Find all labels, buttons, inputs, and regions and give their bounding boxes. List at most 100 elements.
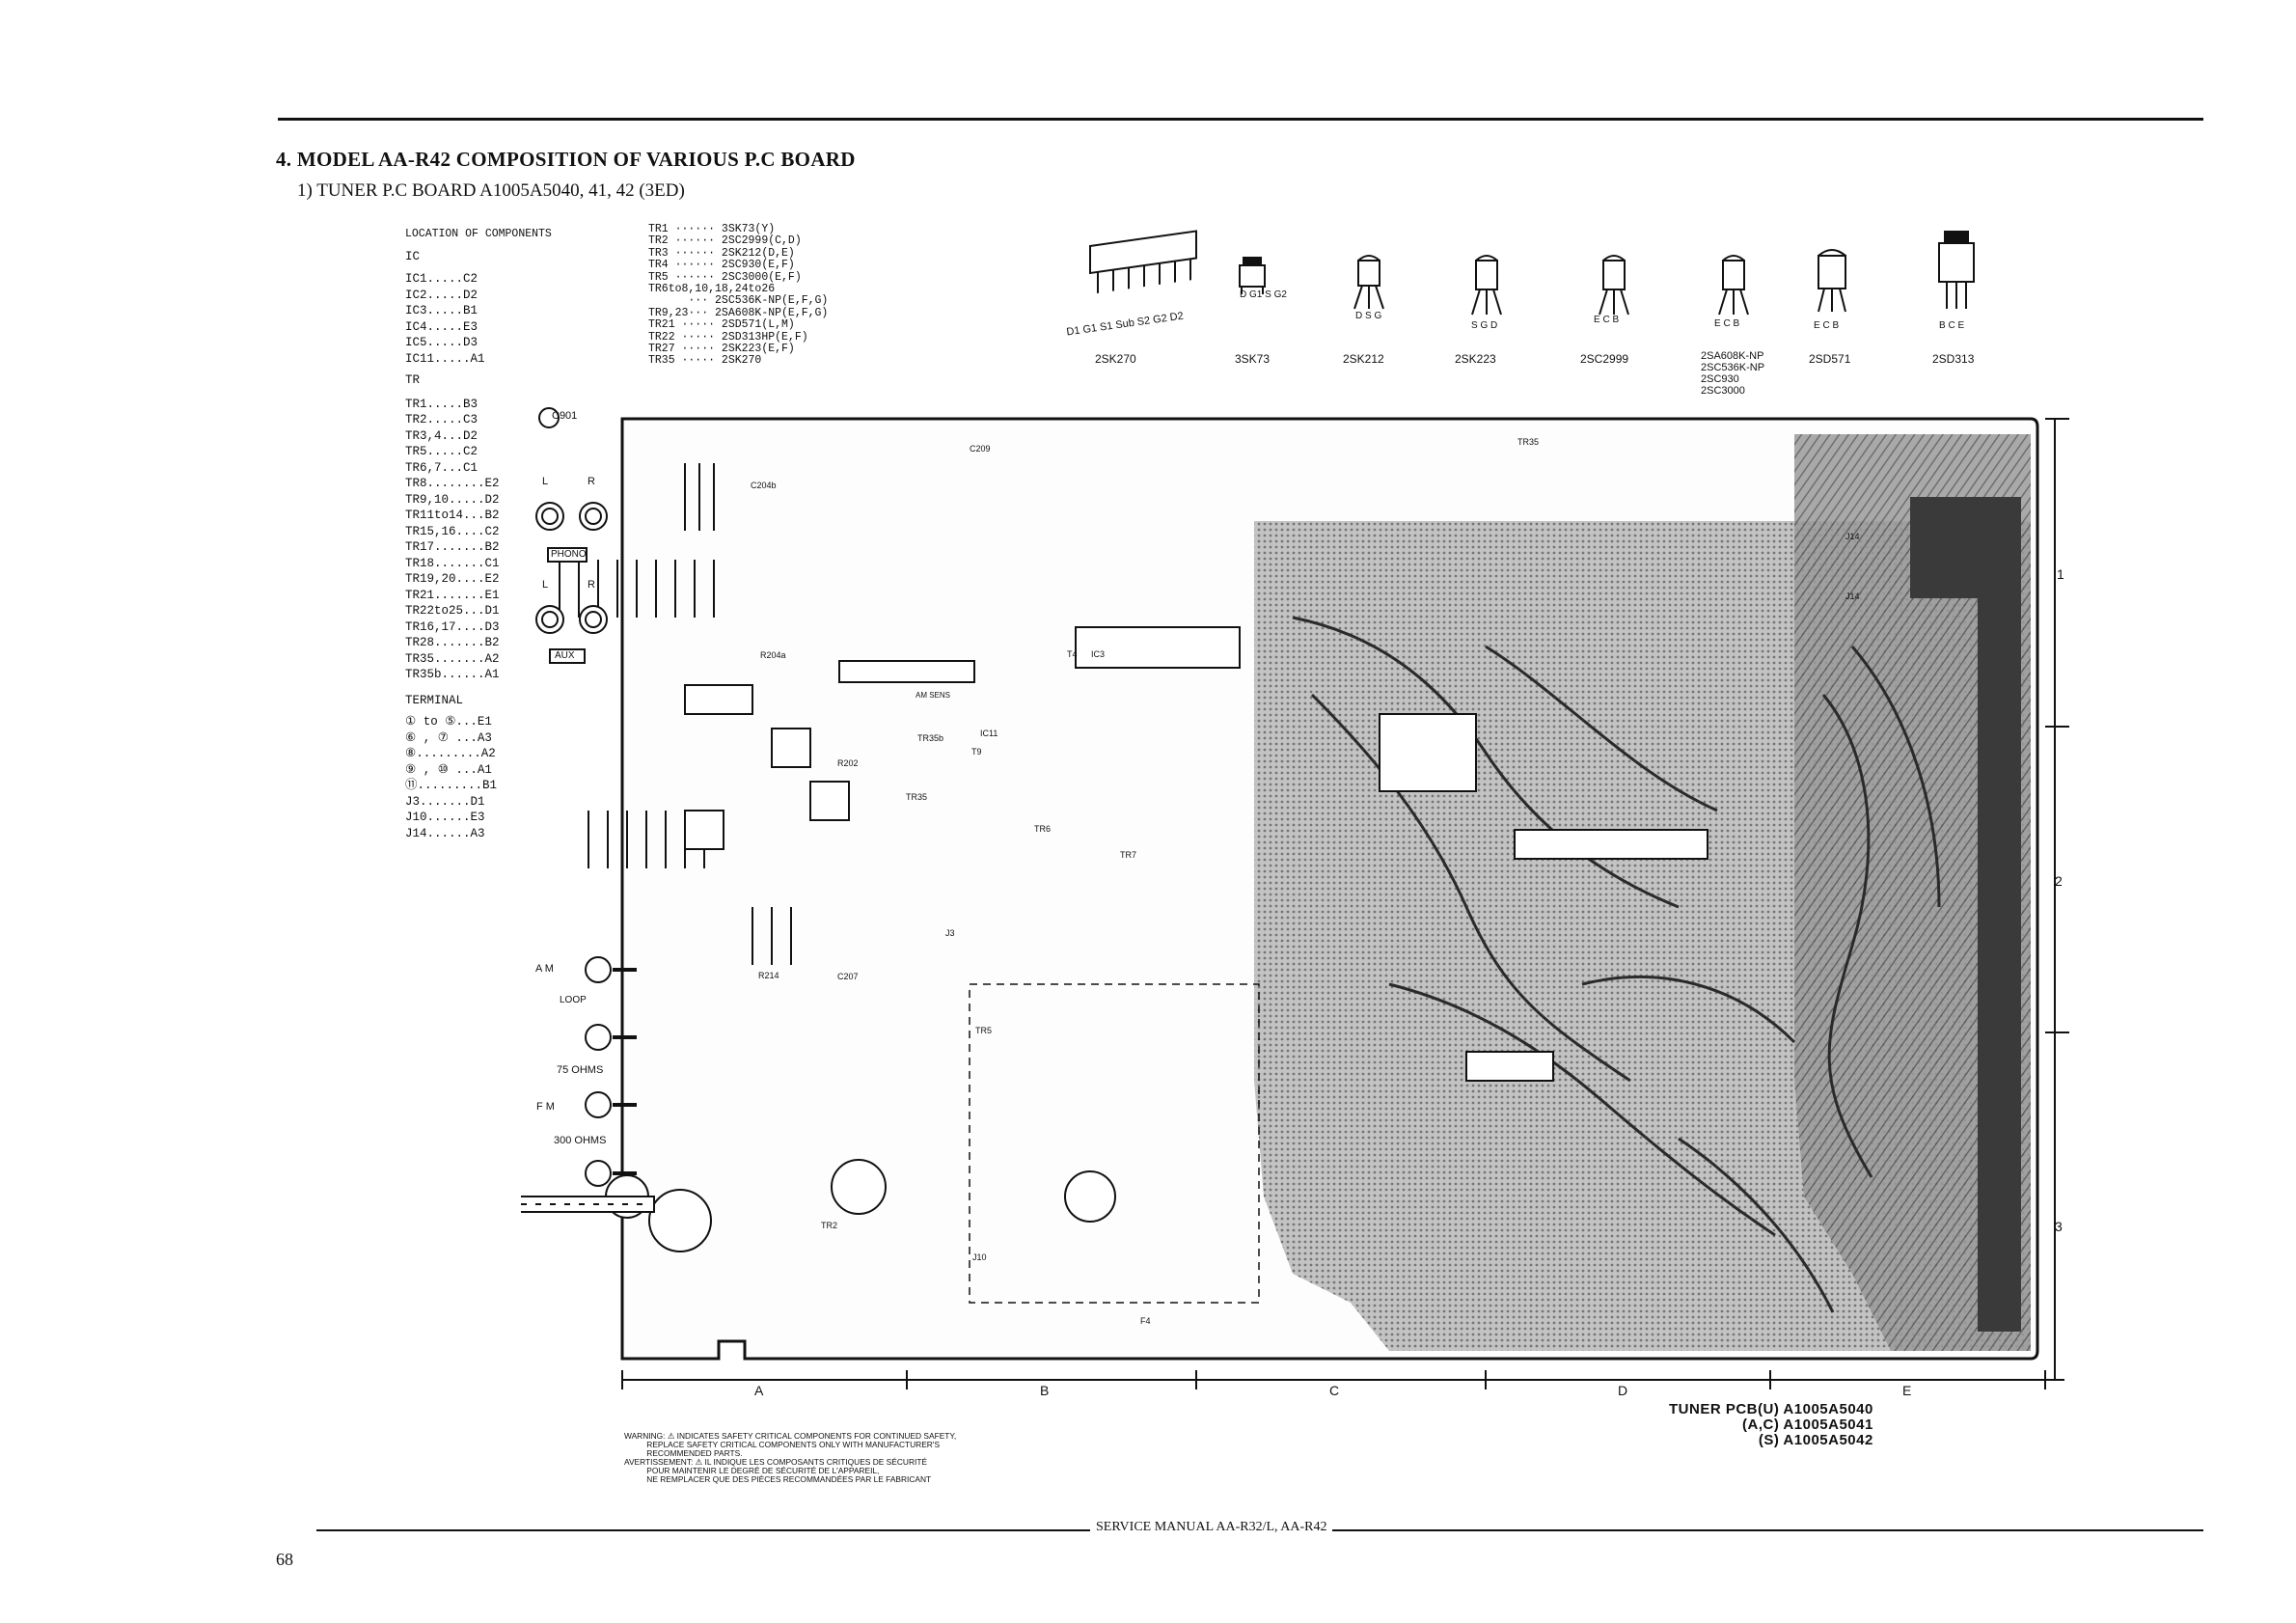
- list-item: TR19,20....E2: [405, 572, 500, 586]
- pin-label: S G D: [1471, 320, 1498, 331]
- am-label: A M: [535, 963, 554, 975]
- list-item: TR5.....C2: [405, 445, 478, 458]
- 2sd313-package: [1938, 231, 1975, 309]
- part-label: TR5: [975, 1026, 993, 1035]
- loop-label: LOOP: [560, 995, 587, 1005]
- list-item: TR4 ······ 2SC930(E,F): [648, 259, 795, 272]
- list-item: TR21.......E1: [405, 588, 500, 602]
- ic11-outline: [684, 684, 753, 715]
- top-rule: [278, 118, 2203, 121]
- dark-ground-plane: [1910, 497, 2021, 1332]
- list-item: TR27 ····· 2SK223(E,F): [648, 343, 795, 356]
- part-label: T4: [1067, 649, 1078, 659]
- grid-row-label: 1: [2057, 566, 2064, 582]
- grid-col-label: E: [1902, 1383, 1912, 1398]
- list-item: TR6to8,10,18,24to26: [648, 283, 776, 296]
- part-label: J14: [1845, 532, 1860, 541]
- list-item: TR1.....B3: [405, 397, 478, 411]
- warning-line: REPLACE SAFETY CRITICAL COMPONENTS ONLY …: [624, 1440, 941, 1449]
- list-item: TR18.......C1: [405, 556, 500, 570]
- list-item: TR22 ····· 2SD313HP(E,F): [648, 330, 808, 344]
- package-label: 2SD313: [1932, 352, 1975, 366]
- grid-col-label: D: [1618, 1383, 1628, 1398]
- vc3-trimmer: [1064, 1170, 1116, 1223]
- part-label: J3: [945, 928, 955, 938]
- list-item: TR35 ····· 2SK270: [648, 354, 762, 368]
- pin-label: E C B: [1714, 318, 1740, 329]
- list-item: IC5.....D3: [405, 336, 478, 349]
- package-outlines: [1089, 230, 1975, 316]
- page-number: 68: [276, 1550, 293, 1569]
- t4-coil: [771, 728, 811, 768]
- c901-label: C901: [552, 410, 578, 422]
- part-label: TR35: [1517, 437, 1540, 447]
- list-item: TR1 ······ 3SK73(Y): [648, 223, 776, 235]
- jack-right-label: R: [588, 579, 595, 591]
- phono-label: PHONO: [551, 549, 587, 560]
- part-label: J10: [972, 1252, 987, 1262]
- list-item: TR15,16....C2: [405, 524, 500, 538]
- ic-heading: IC: [405, 249, 421, 263]
- section-title: 4. MODEL AA-R42 COMPOSITION OF VARIOUS P…: [276, 148, 856, 171]
- 2sc2999-package: [1599, 255, 1629, 316]
- part-label: IC11: [980, 729, 998, 738]
- ic2-outline: [1379, 713, 1477, 792]
- pcb-diagram: [521, 417, 2069, 1389]
- tuner-pcb-line: (S) A1005A5042: [1758, 1432, 1873, 1448]
- grid-row-label: 3: [2055, 1219, 2063, 1234]
- list-item: TR28.......B2: [405, 636, 500, 649]
- part-label: C204b: [751, 481, 777, 490]
- 2sk212-package: [1353, 255, 1384, 310]
- list-item: ① to ⑤...E1: [405, 715, 492, 729]
- part-label: TR7: [1120, 850, 1137, 860]
- package-label: 2SD571: [1809, 352, 1851, 366]
- jack-right-label: R: [588, 476, 595, 487]
- jacks-and-antenna: [535, 407, 637, 1187]
- tuner-pcb-line: TUNER PCB(U) A1005A5040: [1669, 1401, 1873, 1417]
- tuner-pcb-block: TUNER PCB(U) A1005A5040 (A,C) A1005A5041…: [1669, 1402, 1873, 1448]
- list-item: TR9,23··· 2SA608K-NP(E,F,G): [648, 306, 829, 319]
- list-item: TR2.....C3: [405, 413, 478, 426]
- terminal-heading: TERMINAL: [405, 693, 464, 707]
- grid-col-label: A: [754, 1383, 764, 1398]
- package-label: 3SK73: [1235, 352, 1271, 366]
- 2sd571-package: [1818, 249, 1846, 313]
- warning-line: AVERTISSEMENT: ⚠ IL INDIQUE LES COMPOSAN…: [624, 1457, 928, 1467]
- warning-line: RECOMMENDED PARTS.: [624, 1448, 743, 1458]
- part-label: AM SENS: [916, 691, 951, 700]
- 3sk73-package: [1239, 257, 1266, 294]
- grid-col-label: C: [1329, 1383, 1340, 1398]
- 2sa608k-package: [1718, 255, 1749, 316]
- list-item: ⑨ , ⑩ ...A1: [405, 762, 492, 777]
- grid-row-label: 2: [2055, 873, 2063, 889]
- vc2-trimmer: [831, 1159, 887, 1215]
- list-item: ··· 2SC536K-NP(E,F,G): [648, 294, 829, 308]
- list-item: TR2 ······ 2SC2999(C,D): [648, 234, 802, 248]
- package-label: 2SC2999: [1580, 352, 1629, 366]
- page-subtitle: 1) TUNER P.C BOARD A1005A5040, 41, 42 (3…: [297, 180, 685, 201]
- fm-label: F M: [536, 1101, 555, 1113]
- part-label: TR2: [821, 1221, 838, 1230]
- list-item: TR16,17....D3: [405, 619, 500, 634]
- safety-warning: WARNING: ⚠ INDICATES SAFETY CRITICAL COM…: [624, 1432, 956, 1484]
- t5-coil: [809, 781, 850, 821]
- tr-heading: TR: [405, 373, 421, 387]
- pin-label: E C B: [1814, 320, 1840, 331]
- jack-left-label: L: [542, 476, 549, 487]
- list-item: TR8........E2: [405, 477, 500, 490]
- trace-lines: [1292, 616, 1941, 1313]
- fm-frontend-outline: [969, 983, 1260, 1304]
- t9-coil: [684, 810, 724, 850]
- list-item: J10......E3: [405, 811, 485, 824]
- vr1-trimmer: [648, 1189, 712, 1252]
- resistor-columns: [559, 463, 792, 965]
- list-item: J14......A3: [405, 826, 485, 840]
- list-item: TR3 ······ 2SK212(D,E): [648, 246, 795, 260]
- pin-label: D S G: [1355, 311, 1382, 321]
- list-item: TR35b......A1: [405, 668, 500, 681]
- part-label: TR6: [1034, 824, 1052, 834]
- list-item: TR35.......A2: [405, 651, 500, 666]
- location-header: LOCATION OF COMPONENTS: [405, 228, 552, 240]
- warning-line: NE REMPLACER QUE DES PIÈCES RECOMMANDÉES…: [624, 1474, 932, 1484]
- list-item: TR22to25...D1: [405, 604, 500, 618]
